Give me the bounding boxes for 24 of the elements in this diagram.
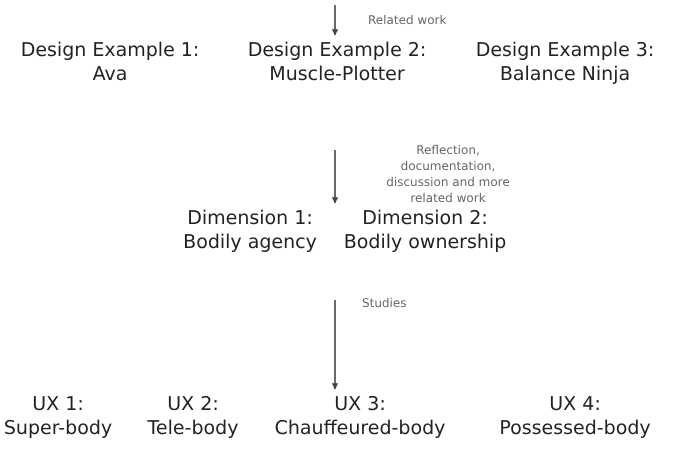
- stage-heading: UX 1:: [31, 392, 85, 416]
- stage-heading: UX 3:: [333, 392, 387, 416]
- stage-heading: Design Example 1:: [20, 38, 200, 62]
- arrow: [332, 5, 338, 36]
- edge-label: Related work: [368, 12, 448, 28]
- stage-name: Super-body: [4, 416, 112, 440]
- stage-heading: Dimension 2:: [361, 206, 489, 230]
- stage-heading: Dimension 1:: [186, 206, 314, 230]
- stage-heading: UX 4:: [548, 392, 602, 416]
- arrow: [332, 150, 338, 204]
- edge-label: Studies: [362, 295, 408, 311]
- stage-name: Muscle-Plotter: [268, 62, 406, 86]
- stage-name: Balance Ninja: [498, 62, 632, 86]
- edge-label: Reflection, documentation, discussion and more related work: [385, 142, 511, 206]
- stage-name: Ava: [92, 62, 128, 86]
- stage-name: Chauffeured-body: [274, 416, 446, 440]
- stage-heading: Design Example 3:: [476, 38, 654, 62]
- stage-name: Bodily ownership: [344, 230, 506, 254]
- stage-name: Tele-body: [148, 416, 238, 440]
- stage-heading: Design Example 2:: [248, 38, 426, 62]
- arrow: [332, 300, 338, 390]
- stage-heading: UX 2:: [166, 392, 220, 416]
- stage-name: Bodily agency: [183, 230, 317, 254]
- stage-name: Possessed-body: [499, 416, 651, 440]
